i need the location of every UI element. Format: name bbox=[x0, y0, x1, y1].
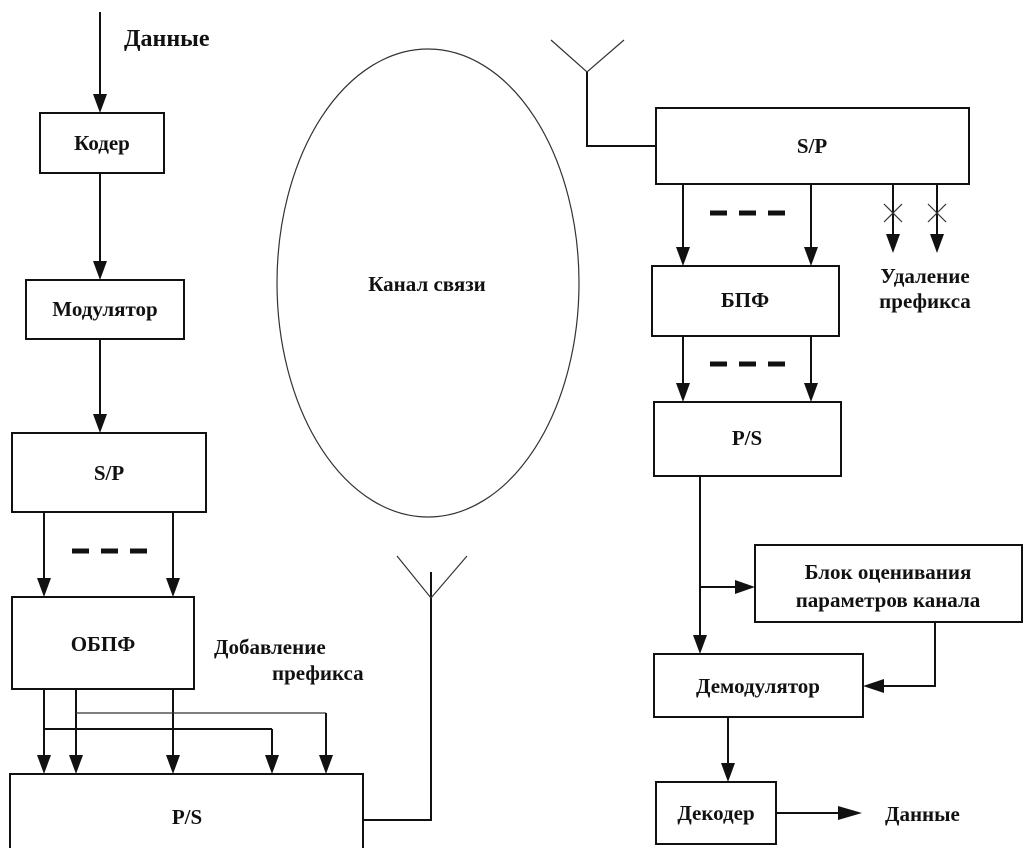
tx-antenna-feed bbox=[363, 572, 432, 821]
tx-input-label: Данные bbox=[124, 26, 210, 52]
arrowhead bbox=[37, 578, 51, 597]
transmitter-chain: Данные Кодер Модулятор S/P ОБПФ Добавлен… bbox=[9, 12, 468, 848]
arrowhead bbox=[721, 763, 735, 782]
arrowhead bbox=[93, 261, 107, 280]
rx-ps-label: P/S bbox=[732, 426, 762, 450]
arrowhead bbox=[166, 578, 180, 597]
channel: Канал связи bbox=[276, 48, 580, 518]
fft-box bbox=[651, 265, 840, 337]
arrowhead bbox=[863, 679, 884, 693]
arrowhead bbox=[804, 247, 818, 266]
demodulator-label: Демодулятор bbox=[696, 674, 820, 698]
coder-box bbox=[39, 112, 165, 174]
arrowhead bbox=[676, 383, 690, 402]
channel-estimator-label-line2: параметров канала bbox=[796, 588, 981, 612]
arrowhead bbox=[319, 755, 333, 774]
ifft-box bbox=[11, 596, 195, 690]
channel-ellipse bbox=[276, 48, 580, 518]
coder-label: Кодер bbox=[74, 131, 130, 155]
arrowhead bbox=[676, 247, 690, 266]
arrowhead bbox=[930, 234, 944, 253]
arrowhead bbox=[166, 755, 180, 774]
rx-ps-box bbox=[653, 401, 842, 477]
channel-estimator-box bbox=[754, 544, 1023, 623]
rx-sp-label: S/P bbox=[797, 134, 828, 158]
prefix-add-label-line2: префикса bbox=[272, 661, 364, 685]
arrowhead bbox=[693, 635, 707, 654]
prefix-add-label-line1: Добавление bbox=[214, 635, 326, 659]
ifft-label: ОБПФ bbox=[71, 632, 136, 656]
tx-ps-label: P/S bbox=[172, 805, 202, 829]
channel-estimator-label-line1: Блок оценивания bbox=[805, 560, 972, 584]
tx-antenna-icon bbox=[396, 555, 468, 599]
arrowhead bbox=[37, 755, 51, 774]
rx-antenna-feed bbox=[586, 72, 656, 147]
arrowhead bbox=[838, 806, 862, 820]
prefix-remove-label-line2: префикса bbox=[879, 289, 971, 313]
prefix-remove-label-line1: Удаление bbox=[880, 264, 969, 288]
channel-label: Канал связи bbox=[368, 272, 486, 296]
tx-sp-label: S/P bbox=[94, 461, 125, 485]
cross-mark-icon bbox=[927, 203, 947, 223]
arrowhead bbox=[93, 414, 107, 433]
rx-output-label: Данные bbox=[885, 802, 960, 826]
fft-label: БПФ bbox=[721, 288, 769, 312]
demodulator-box bbox=[653, 653, 864, 718]
arrowhead bbox=[886, 234, 900, 253]
tx-ps-box bbox=[9, 773, 364, 848]
cross-mark-icon bbox=[883, 203, 903, 223]
arrowhead bbox=[93, 94, 107, 113]
arrowhead bbox=[69, 755, 83, 774]
rx-antenna-icon bbox=[550, 39, 625, 73]
tx-sp-box bbox=[11, 432, 207, 513]
receiver-chain: S/P Удаление префикса БПФ P/S bbox=[550, 39, 1023, 845]
modulator-box bbox=[25, 279, 185, 340]
estimator-to-demodulator-line bbox=[882, 622, 936, 687]
rx-sp-box bbox=[655, 107, 970, 185]
modulator-label: Модулятор bbox=[52, 297, 157, 321]
decoder-label: Декодер bbox=[677, 801, 754, 825]
arrowhead bbox=[265, 755, 279, 774]
arrowhead bbox=[804, 383, 818, 402]
arrowhead bbox=[735, 580, 755, 594]
